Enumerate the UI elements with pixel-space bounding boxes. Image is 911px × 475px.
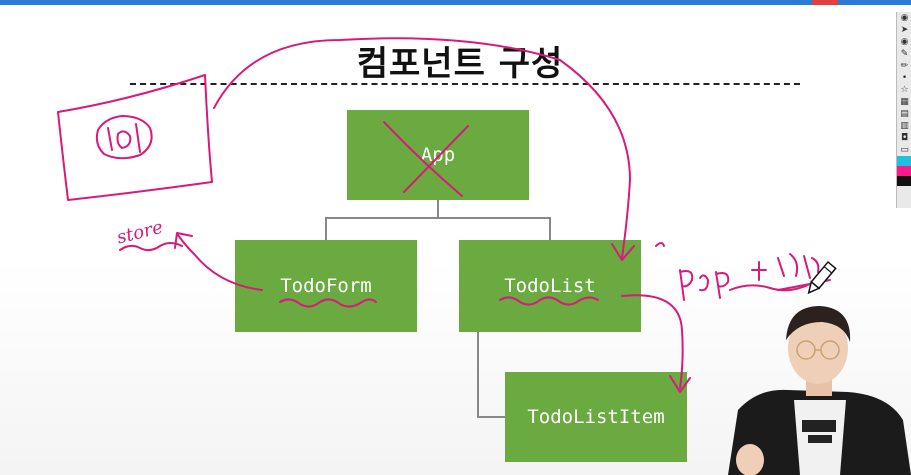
presenter-webcam bbox=[728, 306, 911, 475]
connector-form-up bbox=[325, 217, 327, 240]
page-icon[interactable]: ▭ bbox=[900, 145, 909, 155]
calendar-icon[interactable]: ▦ bbox=[900, 97, 909, 107]
color-swatch-cyan[interactable] bbox=[897, 156, 911, 166]
ink-props-scribble bbox=[679, 269, 730, 301]
camera-icon[interactable]: ◘ bbox=[900, 133, 909, 143]
component-todolistitem-label: TodoListItem bbox=[527, 406, 665, 428]
ink-underline-todoform bbox=[279, 298, 377, 308]
ink-arrow-store-to-list bbox=[213, 37, 631, 259]
eye-icon[interactable]: ◉ bbox=[900, 37, 909, 47]
component-todolist-box: TodoList bbox=[459, 240, 641, 332]
cursor-icon[interactable]: ➤ bbox=[900, 25, 909, 35]
recording-indicator bbox=[812, 0, 838, 5]
ink-underline-todolist bbox=[499, 296, 599, 306]
pen-icon[interactable]: ✎ bbox=[900, 49, 909, 59]
ink-store-scribble bbox=[95, 115, 153, 160]
component-todoform-box: TodoForm bbox=[235, 240, 417, 332]
title-divider bbox=[130, 83, 800, 85]
eye-icon[interactable]: ◉ bbox=[900, 13, 909, 23]
drawing-toolbar: ◉ ➤ ◉ ✎ ✏ • ☆ ▦ ▤ ▥ ◘ ▭ bbox=[896, 12, 911, 208]
page-icon[interactable]: ▤ bbox=[900, 109, 909, 119]
connector-item bbox=[477, 416, 505, 418]
connector-app-down bbox=[437, 200, 439, 218]
connector-list-up bbox=[549, 217, 551, 240]
pencil-cursor-icon bbox=[807, 260, 837, 295]
ink-arrow-list-to-item bbox=[621, 294, 684, 389]
color-swatch-pink[interactable] bbox=[897, 166, 911, 176]
ink-arrow-form-to-store bbox=[177, 234, 263, 291]
component-todolist-label: TodoList bbox=[504, 275, 596, 297]
component-app-box: App bbox=[347, 110, 529, 200]
store-note: store bbox=[115, 217, 165, 249]
star-icon[interactable]: ☆ bbox=[900, 85, 909, 95]
component-todoform-label: TodoForm bbox=[280, 275, 372, 297]
connector-horizontal bbox=[325, 217, 551, 219]
grid-icon[interactable]: ▥ bbox=[900, 121, 909, 131]
ink-store-box bbox=[57, 74, 213, 201]
dot-icon[interactable]: • bbox=[901, 73, 908, 83]
component-todolistitem-box: TodoListItem bbox=[505, 372, 687, 462]
color-swatch-black[interactable] bbox=[897, 176, 911, 186]
pen-icon[interactable]: ✏ bbox=[900, 61, 909, 71]
ink-cross-app bbox=[383, 121, 463, 197]
connector-list-down bbox=[477, 332, 479, 418]
top-bar bbox=[0, 0, 911, 5]
